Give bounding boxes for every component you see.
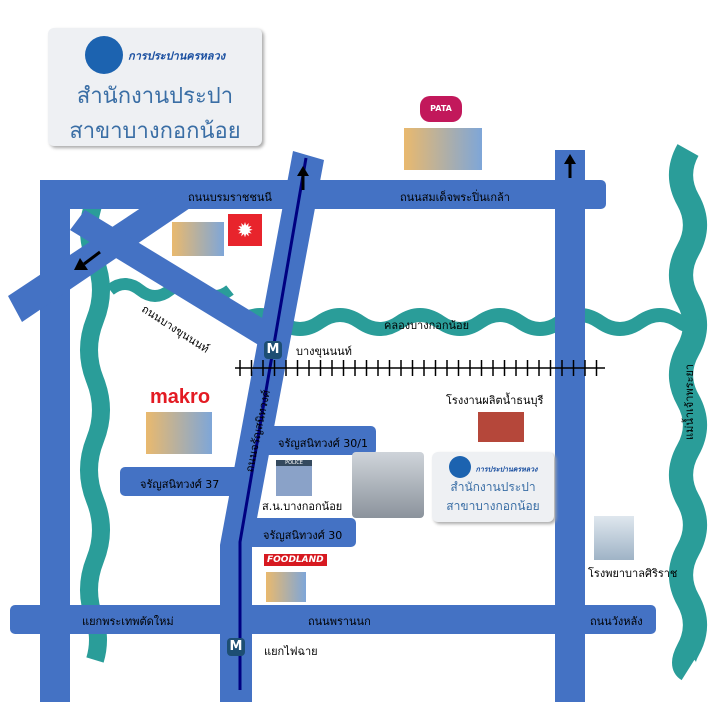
pata-logo: PATA (420, 96, 462, 122)
makro-logo: makro (150, 386, 211, 408)
mall-building-icon (172, 222, 224, 256)
label-phran-nok: ถนนพรานนก (308, 615, 371, 628)
label-charan-30: จรัญสนิทวงศ์ 30 (263, 529, 343, 542)
label-somdet-pinklao: ถนนสมเด็จพระปิ่นเกล้า (400, 191, 510, 204)
red-logo-icon: ✹ (228, 214, 262, 246)
org-name: การประปานครหลวง (128, 49, 226, 63)
station-bang-khun-non: บางขุนนนท์ (296, 345, 352, 358)
metro-fai-chai-icon[interactable]: M (227, 638, 245, 656)
label-phra-thep-junction: แยกพระเทพตัดใหม่ (82, 615, 174, 628)
mwa-seal-icon (448, 456, 471, 478)
label-wang-lang: ถนนวังหลัง (590, 615, 643, 628)
left-canal (80, 196, 110, 663)
label-charan-30-1: จรัญสนิทวงศ์ 30/1 (278, 437, 368, 450)
office-building-icon (352, 452, 424, 518)
metro-bang-khun-non-icon[interactable]: M (264, 341, 282, 359)
police-station-icon: POLICE (276, 460, 312, 496)
road-charan-30 (240, 518, 356, 547)
office-logo-small: การประปานครหลวง สำนักงานประปา สาขาบางกอก… (432, 452, 554, 522)
bangkok-noi-canal (235, 308, 702, 336)
label-police: ส.น.บางกอกน้อย (262, 500, 343, 513)
mwa-seal-icon (84, 36, 123, 74)
org-name: การประปานครหลวง (475, 465, 538, 474)
road-borommaratchachonnani-diagonal (8, 182, 196, 322)
pata-building-icon (404, 128, 482, 170)
road-charan-30-1 (262, 426, 376, 455)
makro-building-icon (146, 412, 212, 454)
road-bang-khun-non (70, 210, 282, 352)
office-logo-large: การประปานครหลวง สำนักงานประปา สาขาบางกอก… (48, 28, 262, 146)
foodland-logo: FOODLAND (264, 554, 327, 566)
label-river: แม่น้ำเจ้าพระยา (683, 363, 696, 440)
office-line1: สำนักงานประปา (76, 84, 234, 109)
road-bottom (10, 605, 656, 634)
office-line1: สำนักงานประปา (450, 480, 536, 494)
hospital-icon (594, 516, 634, 560)
label-canal: คลองบางกอกน้อย (384, 319, 470, 332)
police-sign: POLICE (285, 460, 303, 466)
road-charan-37 (120, 467, 252, 496)
label-borommaratchachonnani: ถนนบรมราชชนนี (188, 191, 272, 204)
label-hospital: โรงพยาบาลศิริราช (588, 567, 678, 580)
office-line2: สาขาบางกอกน้อย (446, 499, 540, 513)
foodland-building-icon (266, 572, 306, 602)
road-top (60, 180, 606, 209)
station-fai-chai: แยกไฟฉาย (264, 645, 318, 658)
direction-arrows (74, 154, 576, 270)
water-plant-icon (478, 412, 524, 442)
office-line2: สาขาบางกอกน้อย (69, 119, 241, 144)
chao-phraya-river (669, 144, 707, 681)
label-charan-37: จรัญสนิทวงศ์ 37 (140, 478, 220, 491)
label-water-plant: โรงงานผลิตน้ำธนบุรี (446, 394, 544, 407)
